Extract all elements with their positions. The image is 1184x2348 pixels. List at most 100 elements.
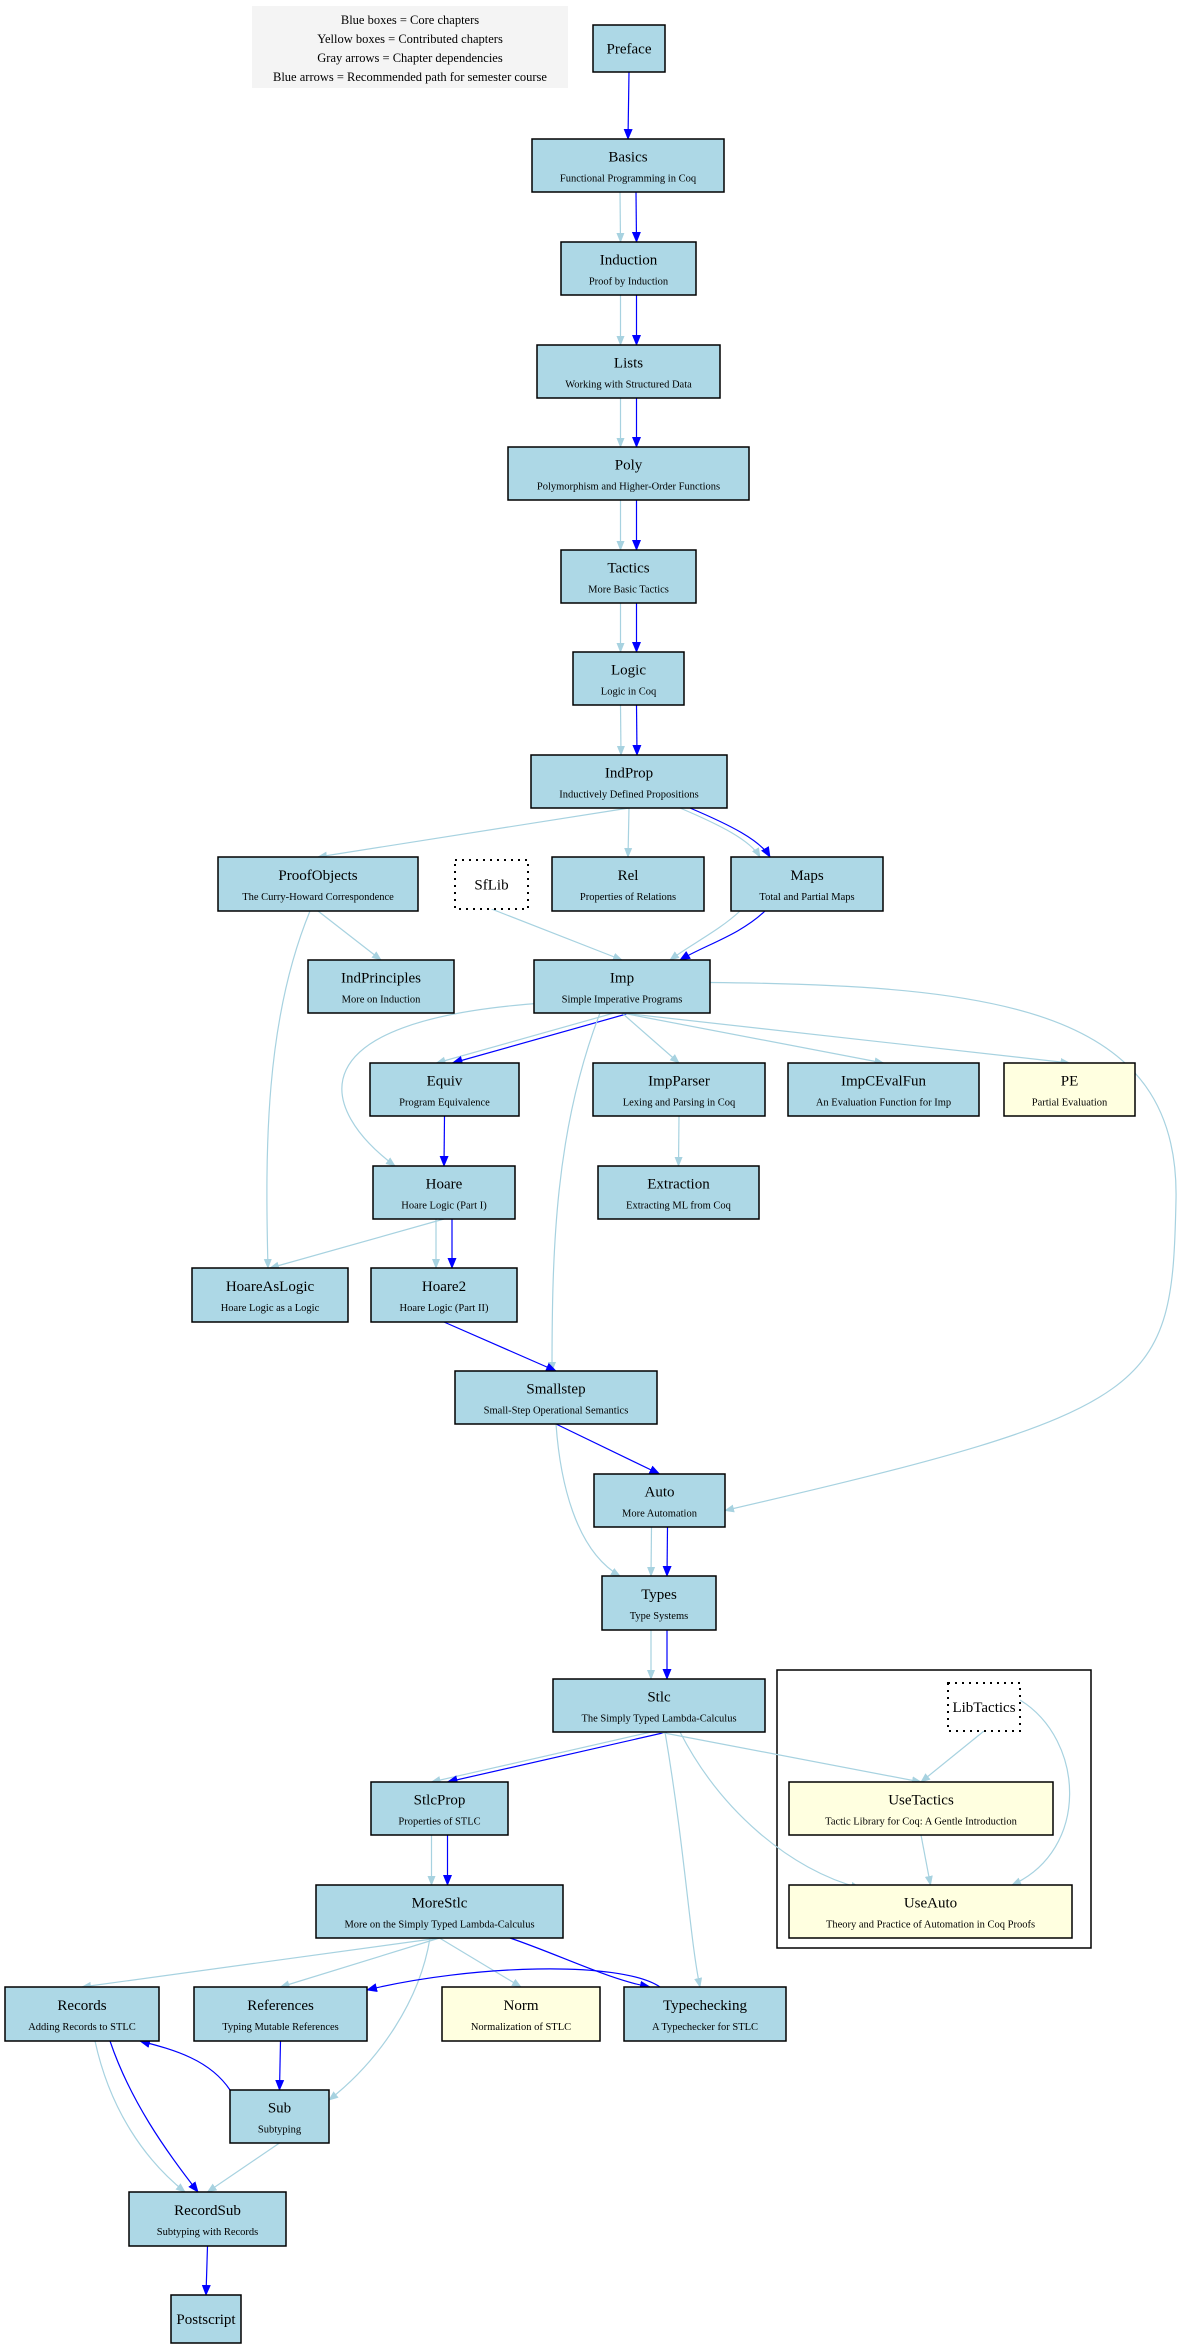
chapter-subtitle: More Automation xyxy=(622,1509,698,1520)
legend-background xyxy=(252,6,568,88)
edge-path-recordsub-to-postscript xyxy=(201,2245,211,2296)
chapter-title: Imp xyxy=(610,971,634,987)
chapter-subtitle: Hoare Logic (Part I) xyxy=(401,1201,487,1212)
chapter-title: RecordSub xyxy=(174,2203,241,2219)
chapter-box xyxy=(370,1267,518,1323)
chapter-subtitle: A Typechecker for STLC xyxy=(652,2022,758,2033)
chapter-box xyxy=(592,24,666,73)
chapter-subtitle: An Evaluation Function for Imp xyxy=(816,1098,951,1109)
chapter-title: Sub xyxy=(268,2101,291,2117)
edge-dep-libtactics-to-usetactics xyxy=(920,1730,985,1783)
legend-line-contrib: Yellow boxes = Contributed chapters xyxy=(317,32,503,46)
edge-dep-imp-to-pe xyxy=(621,1012,1071,1066)
edge-path-equiv-to-hoare xyxy=(439,1115,449,1167)
edge-dep-hoare-to-hoareaslogic xyxy=(269,1218,445,1270)
chapter-box xyxy=(572,651,685,706)
chapter-box xyxy=(787,1062,980,1117)
chapter-box xyxy=(315,1884,564,1939)
chapter-title: Equiv xyxy=(427,1074,463,1090)
chapter-subtitle: Logic in Coq xyxy=(601,687,657,698)
chapter-title: StlcProp xyxy=(414,1793,466,1809)
edge-dep-morestlc-to-norm xyxy=(439,1937,522,1988)
chapter-box xyxy=(788,1781,1054,1836)
edge-path-sub-to-records xyxy=(139,2039,231,2091)
chapter-title: Logic xyxy=(611,663,646,679)
chapter-title: UseTactics xyxy=(888,1793,954,1809)
chapter-node-sflib[interactable]: SfLib xyxy=(454,859,529,910)
chapter-box xyxy=(530,754,728,809)
chapter-box xyxy=(592,1062,766,1117)
edge-path-hoare2-to-smallstep xyxy=(443,1321,557,1372)
edge-dep-stlc-to-usetactics xyxy=(658,1731,922,1785)
edge-dep-sub-to-recordsub xyxy=(206,2142,280,2193)
edge-dep-proofobjects-to-hoareaslogic xyxy=(263,910,311,1269)
edge-dep-libtactics-to-useauto xyxy=(1011,1699,1071,1886)
edge-dep-records-to-recordsub xyxy=(94,2040,186,2193)
edge-dep-logic-to-indprop xyxy=(616,704,625,756)
chapter-title: References xyxy=(247,1998,314,2014)
chapter-box xyxy=(372,1165,516,1220)
chapter-node-preface[interactable]: Preface xyxy=(592,24,666,73)
chapter-box xyxy=(533,959,711,1014)
chapter-subtitle: Tactic Library for Coq: A Gentle Introdu… xyxy=(825,1817,1017,1828)
edge-path-smallstep-to-auto xyxy=(555,1423,661,1475)
chapter-node-postscript[interactable]: Postscript xyxy=(170,2294,242,2344)
edge-dep-stlc-to-useauto xyxy=(679,1731,861,1890)
chapter-subtitle: Adding Records to STLC xyxy=(28,2022,136,2033)
chapter-box xyxy=(441,1986,601,2042)
chapter-title: ProofObjects xyxy=(278,868,357,884)
chapter-title: Induction xyxy=(600,253,658,269)
chapter-title: UseAuto xyxy=(904,1896,957,1912)
chapter-node-libtactics[interactable]: LibTactics xyxy=(947,1682,1021,1732)
chapter-subtitle: Hoare Logic as a Logic xyxy=(221,1303,320,1314)
chapter-subtitle: Properties of STLC xyxy=(398,1817,480,1828)
chapter-title: Hoare xyxy=(426,1177,463,1193)
legend-line-core: Blue boxes = Core chapters xyxy=(341,13,479,27)
chapter-subtitle: The Simply Typed Lambda-Calculus xyxy=(581,1714,736,1725)
chapter-subtitle: Small-Step Operational Semantics xyxy=(484,1406,629,1417)
edge-path-records-to-recordsub xyxy=(109,2040,199,2193)
chapter-title: Types xyxy=(641,1587,677,1603)
chapter-title: LibTactics xyxy=(952,1700,1015,1716)
chapter-box xyxy=(531,138,725,193)
chapter-title: MoreStlc xyxy=(412,1896,468,1912)
chapter-box xyxy=(370,1781,509,1836)
edge-dep-proofobjects-to-indprinciples xyxy=(317,910,382,961)
chapter-title: IndPrinciples xyxy=(341,971,421,987)
